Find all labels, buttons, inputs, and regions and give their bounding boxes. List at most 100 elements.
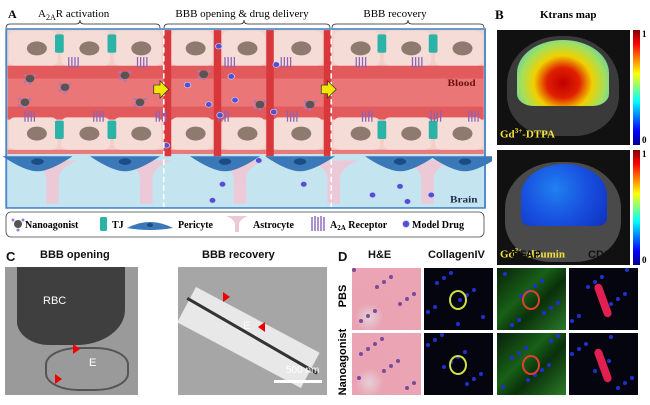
nanoagonist-icon <box>303 99 317 111</box>
astrocyte <box>215 160 265 204</box>
ligand <box>303 106 307 109</box>
pericyte-nucleus <box>147 223 153 227</box>
endothelium-label: E <box>89 357 97 369</box>
core <box>120 71 130 80</box>
legend-label: Pericyte <box>178 220 214 231</box>
legend-box <box>5 211 485 238</box>
tem-title-recovery: BBB recovery <box>202 249 275 261</box>
tight-junction-icon <box>107 120 117 139</box>
opened-junction <box>163 30 172 157</box>
vessel-stain <box>522 355 540 375</box>
cell-nucleus <box>616 386 620 390</box>
cell-nucleus <box>609 302 613 306</box>
cell-nucleus <box>526 378 530 382</box>
nucleus <box>291 126 312 141</box>
cell-nucleus <box>449 271 453 275</box>
ligand <box>23 80 27 84</box>
cell-nucleus <box>607 359 611 363</box>
legend-label: TJ <box>112 220 124 231</box>
model-drug-particle <box>208 197 217 204</box>
tem-image-opening: RBC E <box>5 267 138 395</box>
ligand <box>308 108 312 111</box>
core <box>199 70 209 79</box>
model-drug-particle <box>427 191 435 199</box>
stain-collageniv-nanoagonist <box>424 333 493 395</box>
cell-nucleus <box>426 310 430 314</box>
nucleus <box>185 126 206 141</box>
stage-bbb-recovery: BBB recovery <box>363 8 427 20</box>
ligand <box>118 77 122 80</box>
a2a-receptor-icon <box>224 57 235 68</box>
ktrans-map <box>517 40 609 106</box>
cell-nucleus <box>540 368 544 372</box>
a2a-receptor-icon <box>355 57 367 68</box>
cell-nucleus <box>577 347 581 351</box>
vessel-stain <box>449 290 467 310</box>
a2a-receptor-icon <box>280 57 292 68</box>
cell-nucleus <box>570 319 574 323</box>
nucleus <box>350 126 371 141</box>
ligand <box>303 99 307 103</box>
pericyte-nucleus <box>218 158 232 165</box>
tight-junction-icon <box>55 120 64 139</box>
model-drug-particle <box>205 101 213 108</box>
cell-nucleus <box>556 334 560 338</box>
cell-nucleus <box>366 314 370 318</box>
nucleus <box>185 41 206 56</box>
cell-nucleus <box>465 382 469 386</box>
tight-junction-icon <box>55 34 64 53</box>
ligand <box>128 70 132 74</box>
cell-nucleus <box>352 268 356 272</box>
stage-bbb-opening: BBB opening & drug delivery <box>175 8 309 20</box>
tight-junction-icon <box>377 120 387 139</box>
model-drug-icon <box>402 220 410 228</box>
ligand <box>197 76 201 79</box>
legend-nanoagonist: Nanoagonist <box>11 218 79 232</box>
tight-junction-icon <box>428 120 438 139</box>
colorbar-max: 1 <box>642 149 647 159</box>
mri-gd-dtpa-image: Gd3+-DTPA <box>497 30 630 145</box>
cell-nucleus <box>609 335 613 339</box>
receptor-icon <box>311 216 325 231</box>
legend-label: A2A Receptor <box>330 220 388 232</box>
a2a-receptor-icon <box>93 110 104 122</box>
column-header: H&E <box>368 249 392 261</box>
arrowhead-icon <box>55 374 62 384</box>
core <box>255 100 265 109</box>
colorbar <box>633 150 640 265</box>
ligand <box>33 74 37 77</box>
gd-albumin-label: Gd3+-albumin <box>500 247 565 261</box>
nucleus <box>237 41 258 56</box>
blood-label: Blood <box>447 79 475 89</box>
cell-nucleus <box>472 377 476 381</box>
vessel-stain <box>449 355 467 375</box>
pericyte-nucleus <box>458 158 472 165</box>
cell-nucleus <box>366 347 370 351</box>
colorbar <box>633 30 640 145</box>
nucleus <box>401 41 422 56</box>
core <box>135 98 145 107</box>
cell-nucleus <box>373 342 377 346</box>
a2a-receptor-icon <box>136 57 148 68</box>
arrowhead-icon <box>73 344 80 354</box>
cell-nucleus <box>405 297 409 301</box>
rbc-region <box>17 267 125 345</box>
scale-bar-label: 500 nm <box>286 365 320 376</box>
stage-braces <box>5 19 485 29</box>
legend-model-drug: Model Drug <box>402 220 464 231</box>
arrowhead-icon <box>223 292 230 302</box>
ligand <box>28 82 32 85</box>
cell-nucleus <box>472 288 476 292</box>
tem-title-opening: BBB opening <box>40 249 110 261</box>
a2a-receptor-icon <box>411 57 423 68</box>
panel-a-diagram: A A2AR activation BBB opening & drug del… <box>2 7 492 238</box>
cell-nucleus <box>357 376 361 380</box>
nucleus <box>350 41 371 56</box>
ligand <box>202 77 206 81</box>
nucleus <box>237 126 258 141</box>
stain-cd13-pbs <box>569 268 638 330</box>
astrocyte-icon <box>226 216 248 232</box>
a2a-receptor-icon <box>361 110 373 122</box>
colorbar-min: 0 <box>642 255 647 265</box>
